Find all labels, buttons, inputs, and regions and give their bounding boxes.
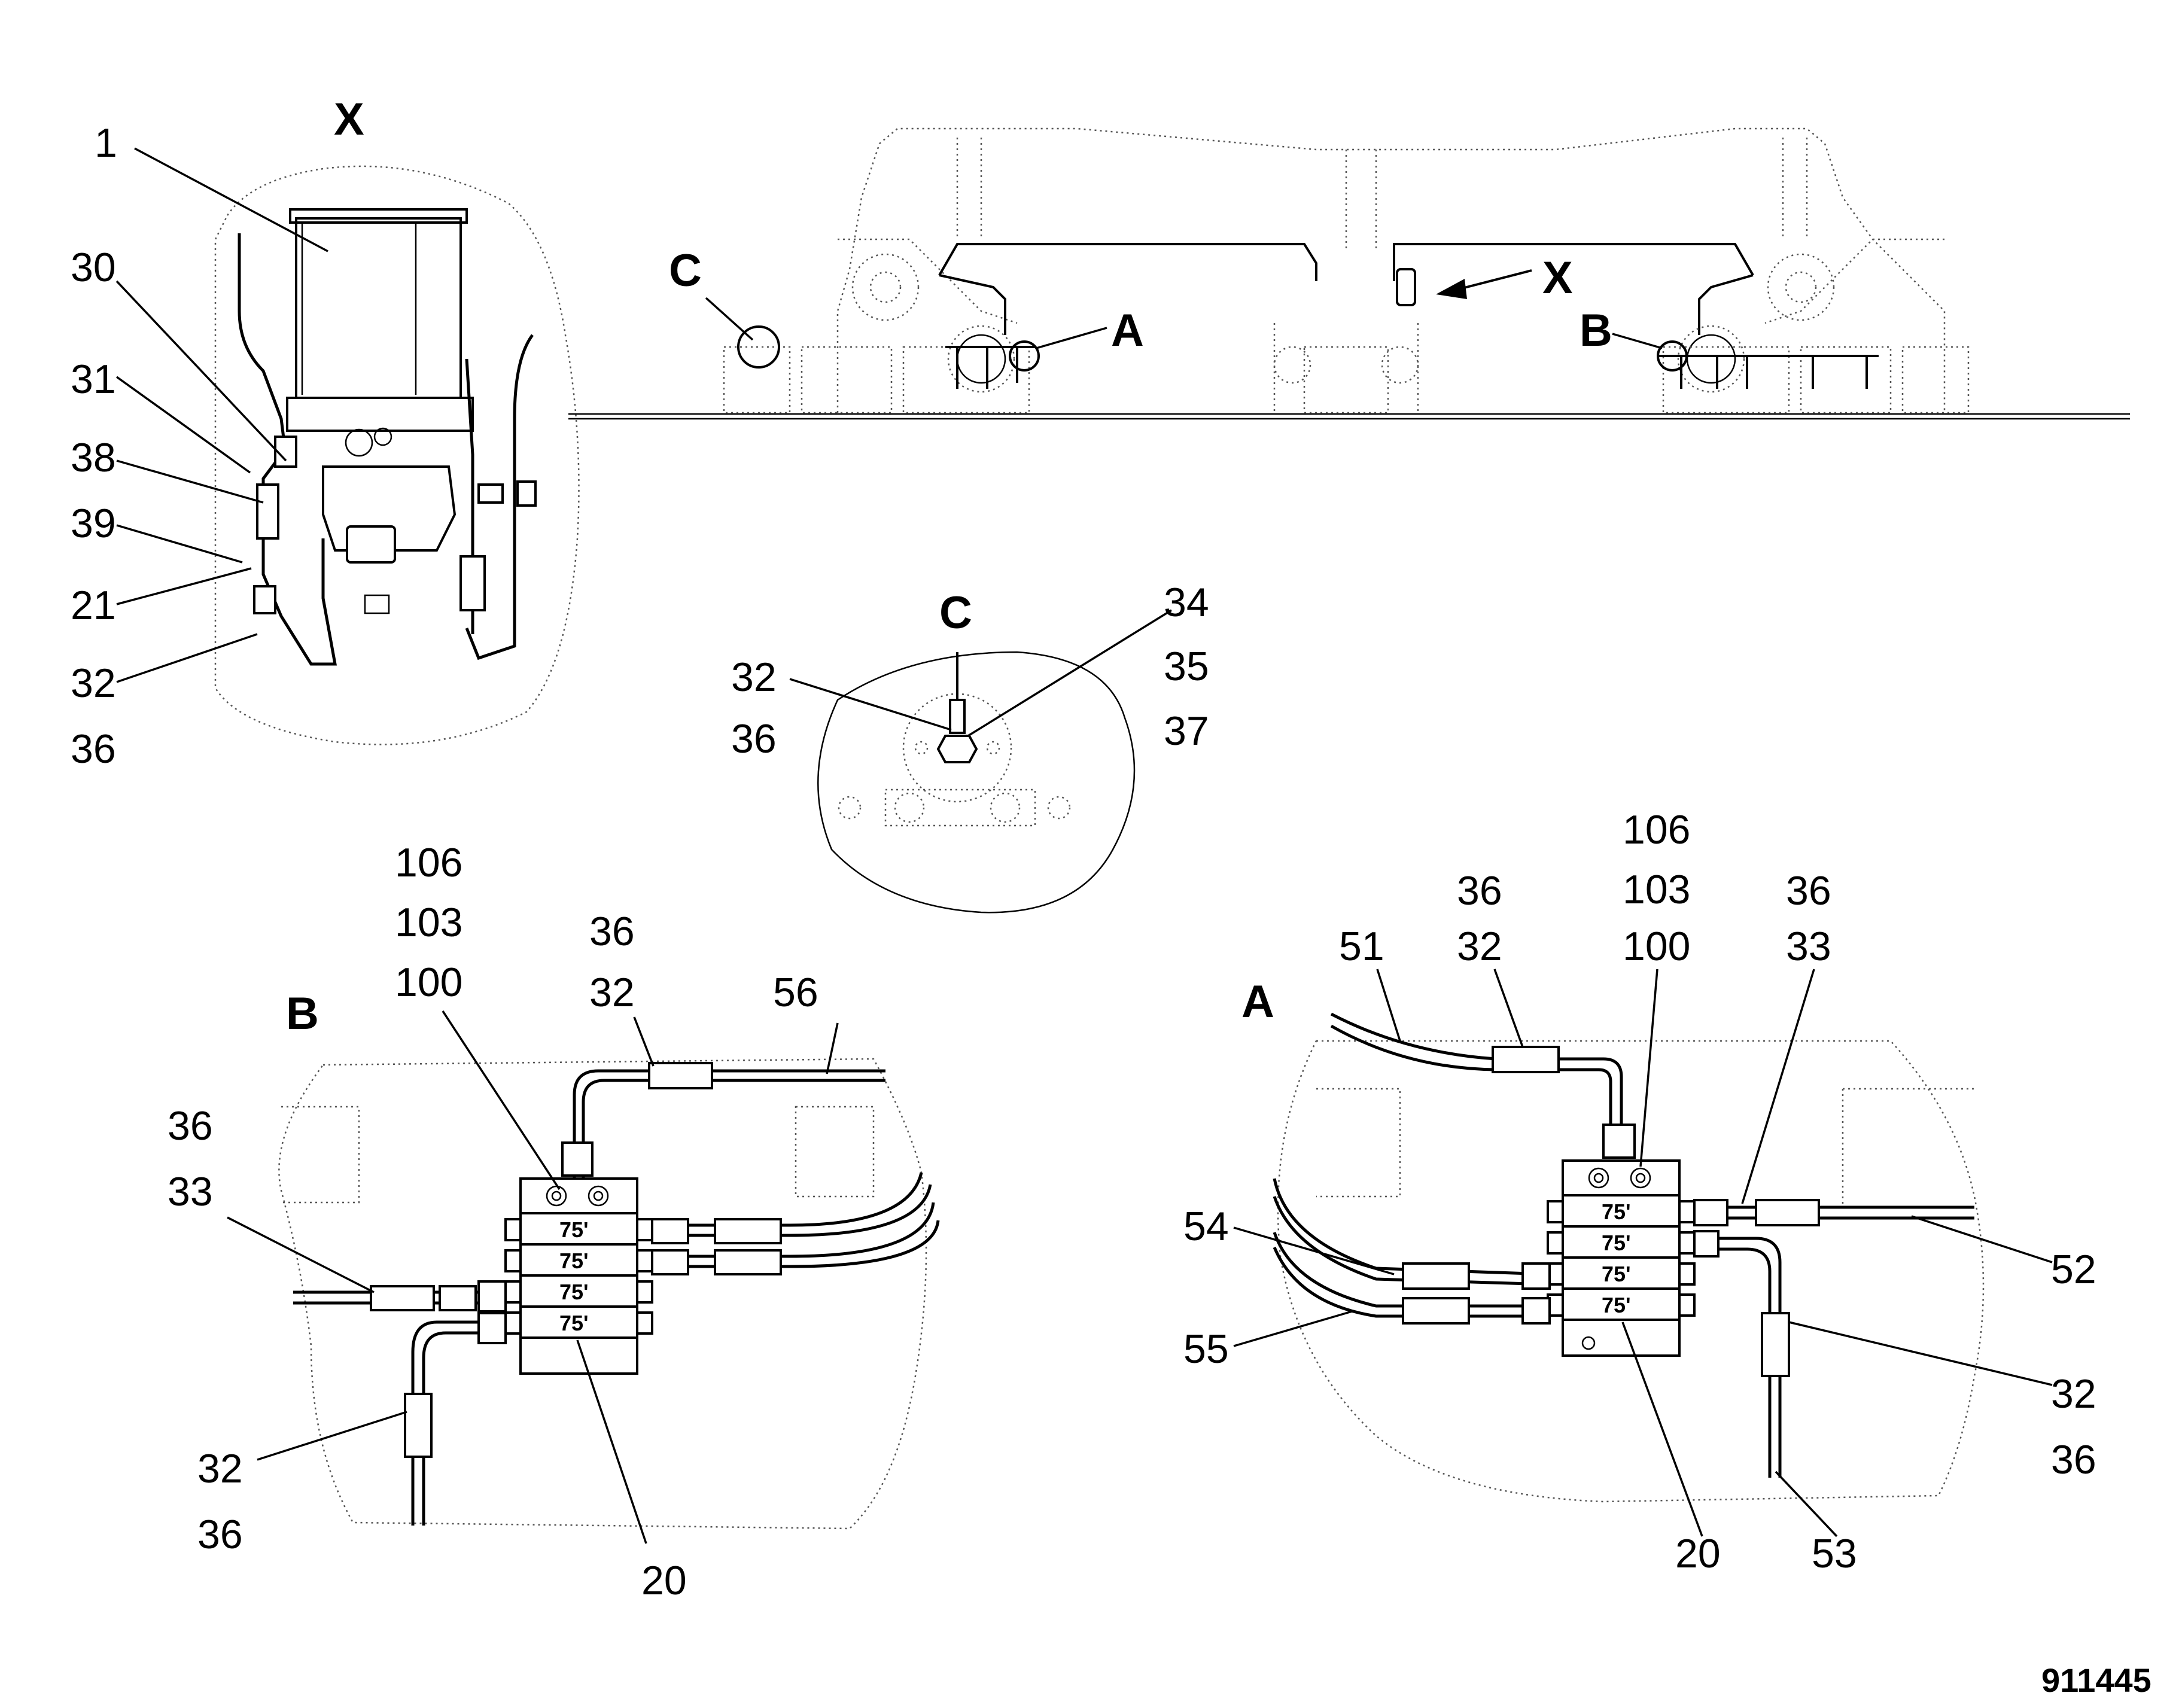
view-c-callout-36: 36 <box>731 716 777 762</box>
view-b-callout-20: 20 <box>641 1558 687 1603</box>
view-b-callout-33: 33 <box>168 1169 213 1214</box>
view-b-block-label-1: 75' <box>559 1217 589 1242</box>
overview-marker-x: X <box>1542 252 1573 303</box>
view-a-divider-block: 75' 75' 75' 75' <box>1183 807 2096 1576</box>
view-a-callout-36-right-bottom: 36 <box>2051 1437 2096 1482</box>
view-c-callout-35: 35 <box>1164 644 1209 689</box>
view-b-callout-106: 106 <box>395 840 462 885</box>
view-b-callout-103: 103 <box>395 900 462 945</box>
view-b-block-label-3: 75' <box>559 1280 589 1304</box>
view-x-callout-32: 32 <box>71 660 116 706</box>
view-b-callout-100: 100 <box>395 960 462 1005</box>
document-number: 911445 <box>2041 1661 2151 1699</box>
view-b-divider-block: 75' 75' 75' 75' B 106 103 1 <box>168 840 940 1603</box>
view-b-callout-36-top: 36 <box>589 909 635 954</box>
overview-marker-a: A <box>1111 305 1144 356</box>
view-a-block-label-1: 75' <box>1602 1199 1631 1224</box>
marker-c-circle <box>737 325 780 369</box>
view-b-callout-56: 56 <box>773 970 818 1015</box>
view-b-callout-36-left: 36 <box>168 1103 213 1149</box>
view-b-callout-32-bottom: 32 <box>197 1446 243 1491</box>
view-c-title: C <box>939 587 972 638</box>
view-a-block-label-2: 75' <box>1602 1231 1631 1255</box>
view-a-callout-36-right: 36 <box>1786 868 1831 914</box>
view-c-callout-37: 37 <box>1164 708 1209 754</box>
marker-a-circle <box>1009 340 1040 372</box>
view-c-fitting-detail: C 34 35 37 32 36 <box>731 580 1209 914</box>
view-a-block-label-4: 75' <box>1602 1293 1631 1317</box>
view-c-callout-34: 34 <box>1164 580 1209 625</box>
view-a-callout-103: 103 <box>1623 867 1690 912</box>
view-b-callout-32-top: 32 <box>589 970 635 1015</box>
view-a-callout-33: 33 <box>1786 924 1831 969</box>
view-a-callout-51: 51 <box>1339 924 1384 969</box>
view-a-callout-20: 20 <box>1675 1531 1721 1576</box>
overview-marker-b: B <box>1580 305 1612 356</box>
view-c-callout-32: 32 <box>731 654 777 700</box>
view-a-callout-100: 100 <box>1623 924 1690 969</box>
view-b-block-label-2: 75' <box>559 1249 589 1273</box>
machine-overview: C A X B <box>568 127 2130 420</box>
view-b-callout-36-bottom: 36 <box>197 1512 243 1557</box>
view-x-callout-39: 39 <box>71 501 116 546</box>
view-x-callout-21: 21 <box>71 583 116 628</box>
view-a-callout-36-top: 36 <box>1457 868 1502 914</box>
view-x-callout-36: 36 <box>71 726 116 772</box>
view-b-block-label-4: 75' <box>559 1311 589 1335</box>
view-x-title: X <box>334 94 364 145</box>
view-a-callout-55: 55 <box>1183 1326 1229 1372</box>
view-a-title: A <box>1241 976 1274 1027</box>
view-a-callout-53: 53 <box>1812 1531 1857 1576</box>
view-a-callout-54: 54 <box>1183 1204 1229 1249</box>
view-b-title: B <box>286 988 319 1039</box>
view-a-callout-32-right: 32 <box>2051 1371 2096 1417</box>
view-a-callout-52: 52 <box>2051 1247 2096 1292</box>
view-x-callout-1: 1 <box>95 120 117 166</box>
view-a-callout-106: 106 <box>1623 807 1690 853</box>
view-x-callout-38: 38 <box>71 435 116 480</box>
marker-b-circle <box>1657 340 1688 372</box>
overview-marker-c: C <box>669 245 702 296</box>
view-x-callout-31: 31 <box>71 357 116 402</box>
view-a-callout-32-top: 32 <box>1457 924 1502 969</box>
view-x-pump-detail: X 1 30 31 38 39 21 32 36 <box>71 94 580 772</box>
view-a-block-label-3: 75' <box>1602 1262 1631 1286</box>
view-x-callout-30: 30 <box>71 245 116 290</box>
